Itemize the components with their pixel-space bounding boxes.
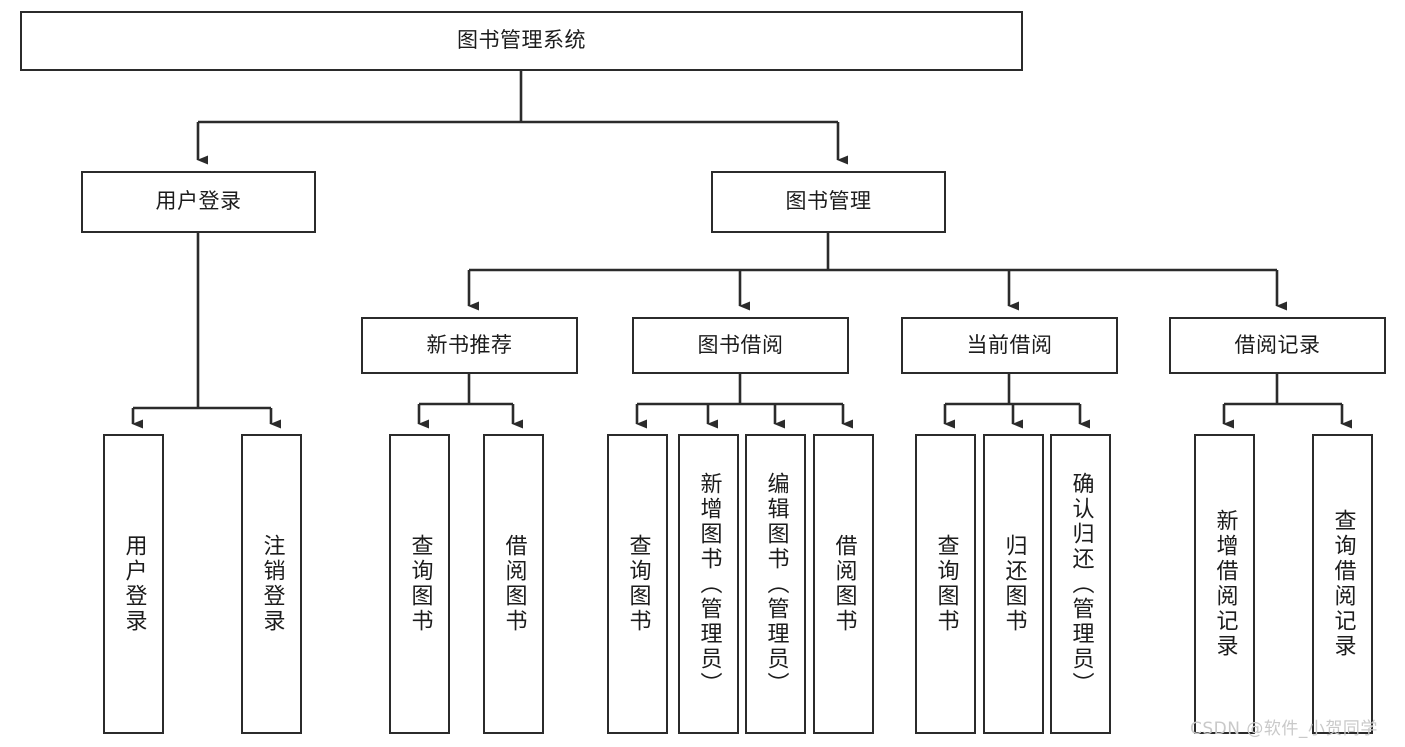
node-leaf-query-book-a[interactable]: 查询图书	[389, 434, 450, 734]
node-book-borrow[interactable]: 图书借阅	[632, 317, 849, 374]
node-borrow-record[interactable]: 借阅记录	[1169, 317, 1386, 374]
node-leaf-borrow-book-b[interactable]: 借阅图书	[813, 434, 874, 734]
node-leaf-confirm-return-label: 确认归还（管理员）	[1068, 471, 1094, 697]
node-leaf-borrow-book-b-label: 借阅图书	[831, 534, 857, 634]
node-leaf-query-book-c[interactable]: 查询图书	[915, 434, 976, 734]
node-book-manage[interactable]: 图书管理	[711, 171, 946, 233]
node-leaf-return-book[interactable]: 归还图书	[983, 434, 1044, 734]
node-leaf-borrow-book-a-label: 借阅图书	[501, 534, 527, 634]
node-current-borrow-label: 当前借阅	[966, 332, 1053, 357]
node-leaf-query-book-b[interactable]: 查询图书	[607, 434, 668, 734]
node-leaf-query-record-label: 查询借阅记录	[1330, 509, 1356, 659]
node-leaf-logout-label: 注销登录	[259, 534, 285, 634]
node-root[interactable]: 图书管理系统	[20, 11, 1023, 71]
node-book-borrow-label: 图书借阅	[697, 332, 784, 357]
node-leaf-confirm-return[interactable]: 确认归还（管理员）	[1050, 434, 1111, 734]
node-leaf-edit-book[interactable]: 编辑图书（管理员）	[745, 434, 806, 734]
node-leaf-edit-book-label: 编辑图书（管理员）	[763, 471, 789, 697]
node-leaf-add-book[interactable]: 新增图书（管理员）	[678, 434, 739, 734]
node-leaf-return-book-label: 归还图书	[1001, 534, 1027, 634]
csdn-watermark: CSDN @软件_小贺同学	[1190, 719, 1378, 739]
node-leaf-query-book-b-label: 查询图书	[625, 534, 651, 634]
node-leaf-user-login[interactable]: 用户登录	[103, 434, 164, 734]
node-user-login[interactable]: 用户登录	[81, 171, 316, 233]
node-leaf-logout[interactable]: 注销登录	[241, 434, 302, 734]
node-current-borrow[interactable]: 当前借阅	[901, 317, 1118, 374]
node-leaf-query-book-c-label: 查询图书	[933, 534, 959, 634]
node-borrow-record-label: 借阅记录	[1234, 332, 1321, 357]
node-leaf-query-book-a-label: 查询图书	[407, 534, 433, 634]
node-leaf-add-record-label: 新增借阅记录	[1212, 509, 1238, 659]
node-leaf-add-book-label: 新增图书（管理员）	[696, 471, 722, 697]
node-book-manage-label: 图书管理	[785, 189, 872, 214]
node-leaf-add-record[interactable]: 新增借阅记录	[1194, 434, 1255, 734]
node-leaf-query-record[interactable]: 查询借阅记录	[1312, 434, 1373, 734]
node-user-login-label: 用户登录	[155, 189, 242, 214]
node-new-book-rec[interactable]: 新书推荐	[361, 317, 578, 374]
node-leaf-user-login-label: 用户登录	[121, 534, 147, 634]
node-leaf-borrow-book-a[interactable]: 借阅图书	[483, 434, 544, 734]
node-new-book-rec-label: 新书推荐	[426, 332, 513, 357]
node-root-label: 图书管理系统	[457, 28, 586, 53]
